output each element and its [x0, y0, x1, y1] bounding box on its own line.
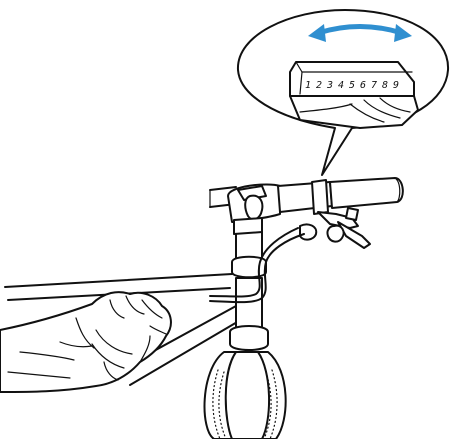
gear-indicator-window: 1 2 3 4 5 6 7 8 9 [290, 62, 418, 128]
scale-digit-3: 3 [326, 80, 333, 91]
scale-digit-7: 7 [371, 80, 377, 91]
scale-digit-6: 6 [360, 80, 366, 91]
handlebar-right [278, 178, 403, 212]
scale-digits: 1 2 3 4 5 6 7 8 9 [305, 80, 399, 91]
scale-digit-1: 1 [305, 80, 311, 91]
scale-digit-9: 9 [393, 80, 399, 91]
scale-digit-2: 2 [316, 80, 322, 91]
head-tube [230, 225, 268, 350]
scale-digit-5: 5 [349, 80, 355, 91]
stem-clamp [228, 184, 280, 234]
scale-digit-8: 8 [382, 80, 388, 91]
scale-digit-4: 4 [338, 80, 344, 91]
front-tire [205, 352, 286, 439]
